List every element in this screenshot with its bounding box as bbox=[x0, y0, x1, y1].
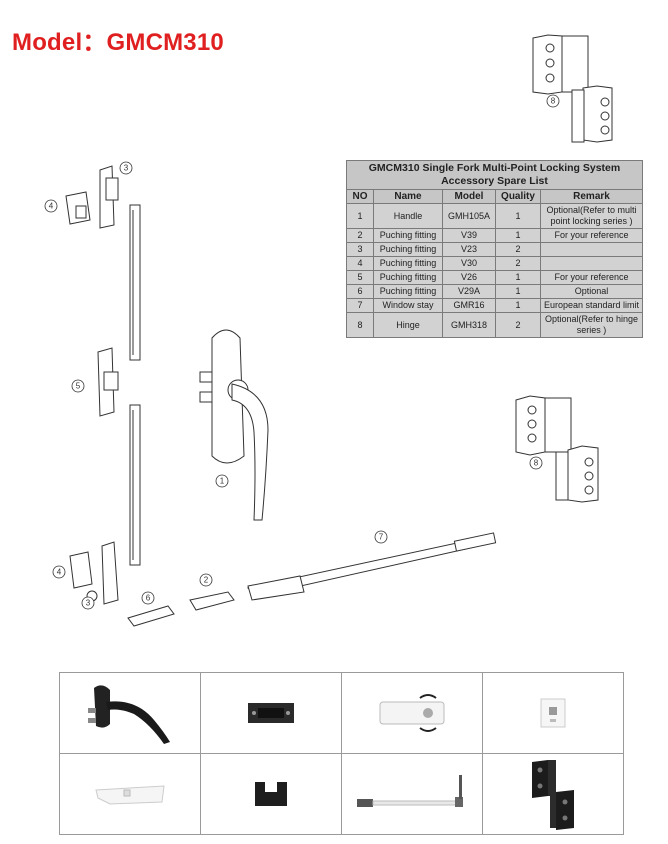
cell-model: V30 bbox=[442, 256, 496, 271]
cell-name: Window stay bbox=[373, 298, 443, 313]
callout-8-top: 8 bbox=[551, 97, 556, 106]
square-keeper-photo-icon bbox=[540, 698, 566, 728]
table-row: 8 Hinge GMH318 2 Optional(Refer to hinge… bbox=[346, 312, 643, 338]
cell-model: GMR16 bbox=[442, 298, 496, 313]
photo-cell bbox=[482, 672, 624, 754]
cell-remark bbox=[540, 242, 643, 257]
table-row: 6 Puching fitting V29A 1 Optional bbox=[346, 284, 643, 299]
callout-5: 5 bbox=[76, 382, 81, 391]
cell-model: V39 bbox=[442, 228, 496, 243]
cell-quality: 1 bbox=[495, 298, 541, 313]
table-row: 1 Handle GMH105A 1 Optional(Refer to mul… bbox=[346, 203, 643, 229]
cell-model: GMH318 bbox=[442, 312, 496, 338]
cell-name: Hinge bbox=[373, 312, 443, 338]
cell-no: 7 bbox=[346, 298, 374, 313]
keeper-photo-icon bbox=[247, 703, 294, 723]
cell-name: Puching fitting bbox=[373, 256, 443, 271]
photo-cell bbox=[340, 753, 484, 835]
cell-quality: 2 bbox=[495, 312, 541, 338]
cell-name: Puching fitting bbox=[373, 270, 443, 285]
photo-cell bbox=[482, 753, 624, 835]
callout-2: 2 bbox=[204, 576, 209, 585]
cell-name: Puching fitting bbox=[373, 284, 443, 299]
column-header: NO bbox=[346, 189, 374, 204]
column-header: Name bbox=[373, 189, 443, 204]
cell-remark: For your reference bbox=[540, 228, 643, 243]
cell-quality: 2 bbox=[495, 256, 541, 271]
black-keeper-photo-icon bbox=[254, 782, 287, 806]
spare-list-title: GMCM310 Single Fork Multi-Point Locking … bbox=[346, 160, 643, 190]
product-photo-grid bbox=[58, 672, 624, 835]
locking-bar-bottom-drawing bbox=[129, 404, 141, 566]
callout-1: 1 bbox=[220, 477, 225, 486]
cell-remark: Optional bbox=[540, 284, 643, 299]
handle-photo-icon bbox=[88, 685, 171, 744]
guide-block-photo-icon bbox=[95, 785, 165, 805]
table-row: 2 Puching fitting V39 1 For your referen… bbox=[346, 228, 643, 243]
table-row: 5 Puching fitting V26 1 For your referen… bbox=[346, 270, 643, 285]
callout-6: 6 bbox=[146, 594, 151, 603]
cell-model: V29A bbox=[442, 284, 496, 299]
cell-remark: European standard limit bbox=[540, 298, 643, 313]
cell-remark: Optional(Refer to multi point locking se… bbox=[540, 203, 643, 229]
photo-cell bbox=[58, 753, 202, 835]
cell-remark: Optional(Refer to hinge series ) bbox=[540, 312, 643, 338]
cell-no: 5 bbox=[346, 270, 374, 285]
cell-quality: 1 bbox=[495, 203, 541, 229]
callout-3-top: 3 bbox=[124, 164, 129, 173]
hinge-photo-icon bbox=[532, 760, 575, 830]
cell-quality: 1 bbox=[495, 284, 541, 299]
photo-cell bbox=[58, 672, 202, 754]
cell-name: Puching fitting bbox=[373, 228, 443, 243]
photo-cell bbox=[200, 753, 342, 835]
callout-8-right: 8 bbox=[534, 459, 539, 468]
cell-no: 2 bbox=[346, 228, 374, 243]
cell-remark bbox=[540, 256, 643, 271]
cell-name: Handle bbox=[373, 203, 443, 229]
cell-no: 1 bbox=[346, 203, 374, 229]
cell-no: 6 bbox=[346, 284, 374, 299]
callout-4-bottom: 4 bbox=[57, 568, 62, 577]
callout-3-bottom: 3 bbox=[86, 599, 91, 608]
photo-cell bbox=[200, 672, 342, 754]
cell-quality: 1 bbox=[495, 270, 541, 285]
table-row: 7 Window stay GMR16 1 European standard … bbox=[346, 298, 643, 313]
callout-4-top: 4 bbox=[49, 202, 54, 211]
table-row: 3 Puching fitting V23 2 bbox=[346, 242, 643, 257]
cell-no: 3 bbox=[346, 242, 374, 257]
cell-quality: 1 bbox=[495, 228, 541, 243]
page-title: Model：GMCM310 bbox=[12, 29, 224, 56]
locking-bar-top-drawing bbox=[129, 204, 141, 361]
cell-model: V23 bbox=[442, 242, 496, 257]
cell-no: 8 bbox=[346, 312, 374, 338]
cell-no: 4 bbox=[346, 256, 374, 271]
cell-name: Puching fitting bbox=[373, 242, 443, 257]
table-row: 4 Puching fitting V30 2 bbox=[346, 256, 643, 271]
column-header: Quality bbox=[495, 189, 541, 204]
cell-model: GMH105A bbox=[442, 203, 496, 229]
photo-cell bbox=[340, 672, 484, 754]
hinge-right-drawing bbox=[515, 395, 599, 503]
column-header: Remark bbox=[540, 189, 643, 204]
cell-quality: 2 bbox=[495, 242, 541, 257]
column-header: Model bbox=[442, 189, 496, 204]
window-stay-photo-icon bbox=[357, 775, 464, 807]
exploded-diagram: 3 4 5 1 7 2 6 4 3 8 8 bbox=[44, 34, 613, 627]
cell-model: V26 bbox=[442, 270, 496, 285]
callout-7: 7 bbox=[379, 533, 384, 542]
cell-remark: For your reference bbox=[540, 270, 643, 285]
window-stay-drawing bbox=[246, 532, 497, 601]
lock-block-photo-icon bbox=[379, 694, 445, 732]
hinge-top-drawing bbox=[532, 34, 613, 143]
spare-list-table: GMCM310 Single Fork Multi-Point Locking … bbox=[346, 160, 643, 338]
handle-drawing bbox=[199, 329, 269, 521]
